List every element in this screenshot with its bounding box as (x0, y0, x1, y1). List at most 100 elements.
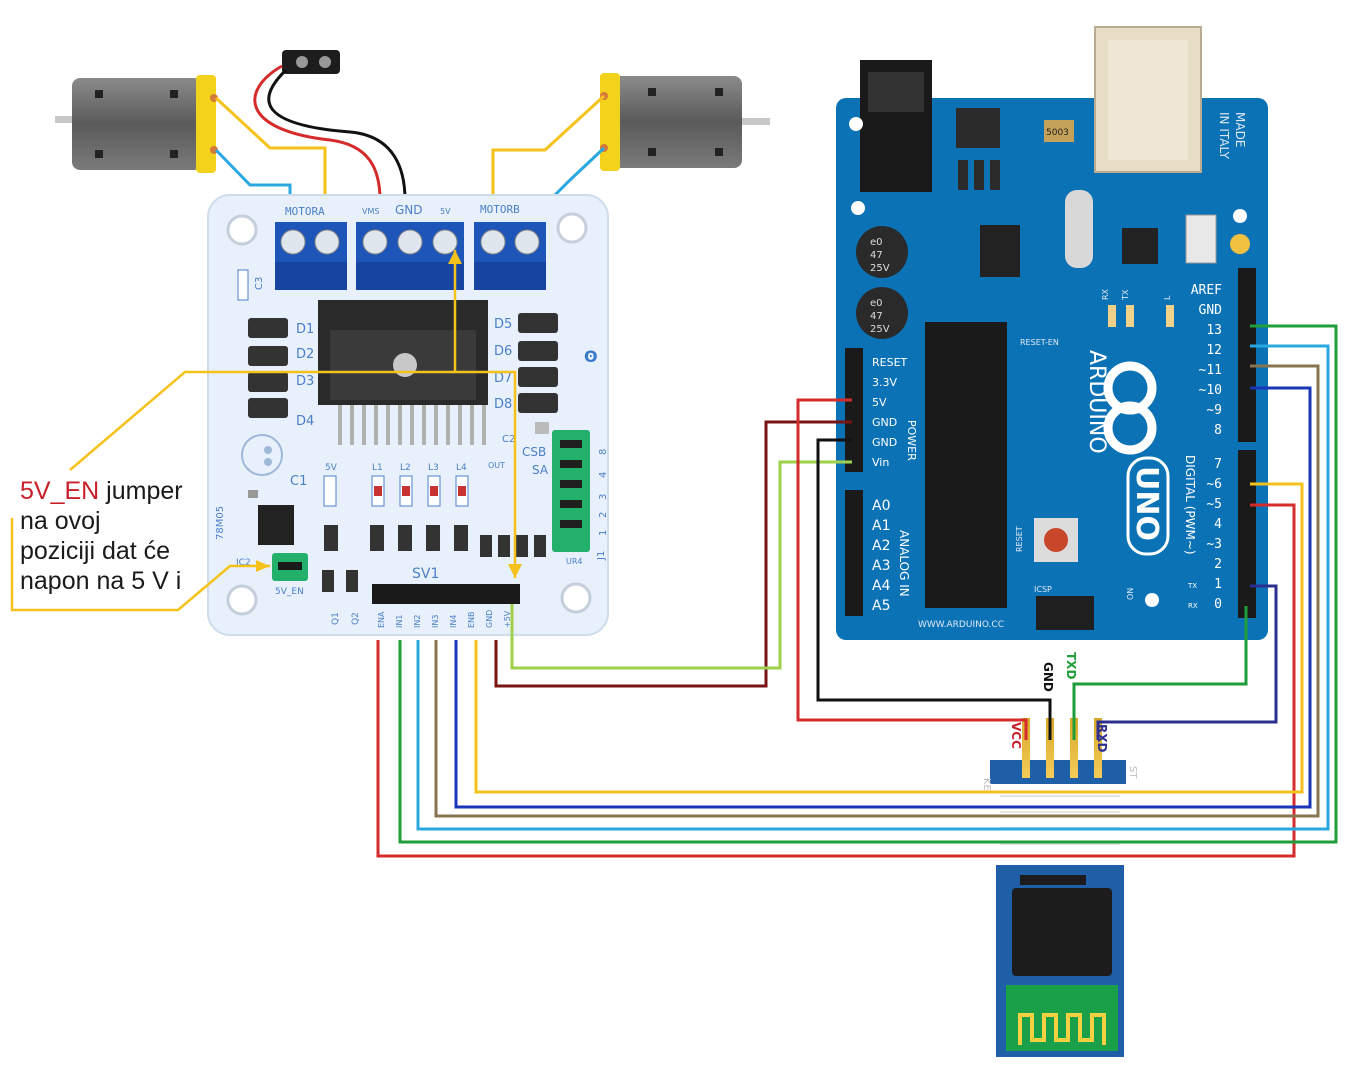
mount-hole (226, 214, 258, 246)
made-in: MADE (1233, 112, 1247, 147)
label-j1: J1 (596, 551, 607, 561)
label-motora: MOTORA (285, 205, 325, 218)
annotation-line4: napon na 5 V i (20, 567, 182, 595)
svg-text:IN3: IN3 (431, 615, 440, 628)
jumper-block-right (552, 430, 590, 552)
bt-pin-gnd: GND (1041, 662, 1055, 692)
svg-text:A1: A1 (872, 518, 890, 534)
label-gnd: GND (395, 203, 423, 217)
svg-text:25V: 25V (870, 263, 890, 274)
capacitor: e0 47 25V (856, 226, 908, 278)
annotation-line1: jumper (99, 477, 183, 505)
svg-text:IN2: IN2 (413, 615, 422, 628)
label-l1: L1 (372, 463, 383, 473)
svg-text:3.3V: 3.3V (872, 376, 897, 389)
label-power: POWER (905, 420, 918, 461)
wire-annot-yellow-3 (10, 518, 270, 612)
svg-text:ENA: ENA (377, 611, 386, 628)
wire-annot-yellow-2 (455, 370, 517, 578)
svg-text:25V: 25V (870, 324, 890, 335)
svg-text:3: 3 (598, 494, 609, 500)
svg-text:4: 4 (598, 472, 609, 478)
svg-text:e0: e0 (870, 298, 883, 309)
wire-in4-blue (454, 386, 1312, 809)
wire-gnd-darkred (494, 420, 852, 688)
label-5v-en: 5V_EN (275, 587, 304, 597)
label-ic2: IC2 (236, 558, 251, 568)
svg-text:8: 8 (598, 449, 609, 455)
svg-text:7: 7 (1214, 457, 1222, 472)
label-reset: RESET (1015, 526, 1024, 552)
label-on: ON (1126, 588, 1135, 600)
svg-text:TX: TX (1187, 582, 1197, 590)
label-78m05: 78M05 (215, 506, 226, 540)
annotation-line3: poziciji dat će (20, 537, 171, 565)
label-c3: C3 (254, 277, 265, 290)
in-italy: IN ITALY (1217, 112, 1231, 160)
arrow-right (256, 560, 270, 572)
svg-text:A4: A4 (872, 578, 891, 594)
wire-enb-yellow (474, 482, 1304, 794)
label-d3: D3 (296, 374, 314, 389)
label-l4: L4 (456, 463, 467, 473)
label-l2: L2 (400, 463, 411, 473)
arrow-up (448, 250, 462, 264)
svg-text:47: 47 (870, 250, 883, 261)
svg-text:5V: 5V (872, 396, 887, 409)
capacitor: e0 47 25V (856, 287, 908, 339)
label-digital: DIGITAL (PWM~) (1183, 455, 1197, 555)
wire-bt-gnd (816, 438, 1052, 740)
svg-text:GND: GND (872, 436, 897, 449)
header-sv1 (372, 584, 520, 604)
label-c1: C1 (290, 474, 307, 489)
wire-5v-lime (510, 460, 852, 670)
digital-header-bottom (1238, 450, 1256, 618)
svg-text:~3: ~3 (1206, 537, 1222, 552)
svg-text:L: L (1163, 295, 1172, 300)
terminal-motor-a (275, 222, 347, 290)
arduino-logo (1103, 361, 1157, 455)
label-url: WWW.ARDUINO.CC (918, 620, 1004, 630)
svg-text:4: 4 (1214, 517, 1222, 532)
arduino-brand: ARDUINO (1084, 350, 1109, 454)
svg-text:+5V: +5V (503, 610, 512, 628)
svg-text:ST: ST (1127, 766, 1138, 779)
wire-in2-cyan (416, 344, 1330, 831)
label-led-5v: 5V (325, 463, 338, 473)
label-5v: 5V (440, 207, 451, 216)
diodes-right (518, 313, 558, 413)
svg-text:~9: ~9 (1206, 403, 1222, 418)
label-reset-en: RESET-EN (1020, 338, 1059, 347)
label-d7: D7 (494, 371, 512, 386)
svg-text:2: 2 (598, 512, 609, 518)
bluetooth-module: KE ST VCC GND TXD RXD (981, 652, 1138, 1057)
label-analog-in: ANALOG IN (897, 530, 911, 597)
svg-text:~11: ~11 (1199, 363, 1222, 378)
logo-mark: ʘ (584, 347, 598, 366)
mount-hole (226, 584, 258, 616)
sv1-pin-labels: ENA IN1 IN2 IN3 IN4 ENB GND +5V (377, 610, 512, 628)
svg-text:GND: GND (485, 610, 494, 628)
motor-b (600, 73, 770, 171)
label-d6: D6 (494, 344, 512, 359)
wire-bt-vcc (796, 398, 1028, 740)
svg-text:13: 13 (1206, 323, 1222, 338)
terminal-power (356, 222, 464, 290)
svg-text:RESET: RESET (872, 356, 908, 369)
annotation-line2: na ovoj (20, 507, 101, 535)
svg-text:A0: A0 (872, 498, 890, 514)
label-csa: SA (532, 463, 549, 477)
svg-text:IN1: IN1 (395, 615, 404, 628)
leds (323, 475, 469, 507)
svg-text:2: 2 (1214, 557, 1222, 572)
bt-pin-txd: TXD (1064, 652, 1078, 679)
terminal-motor-b (474, 222, 546, 290)
svg-text:Vin: Vin (872, 456, 889, 469)
wire-annot-yellow (69, 250, 457, 471)
label-motorb: MOTORB (480, 203, 520, 216)
label-sv1: SV1 (412, 566, 439, 582)
svg-text:A3: A3 (872, 558, 890, 574)
svg-text:KE: KE (981, 778, 992, 791)
svg-text:1: 1 (598, 530, 609, 536)
svg-text:47: 47 (870, 311, 883, 322)
